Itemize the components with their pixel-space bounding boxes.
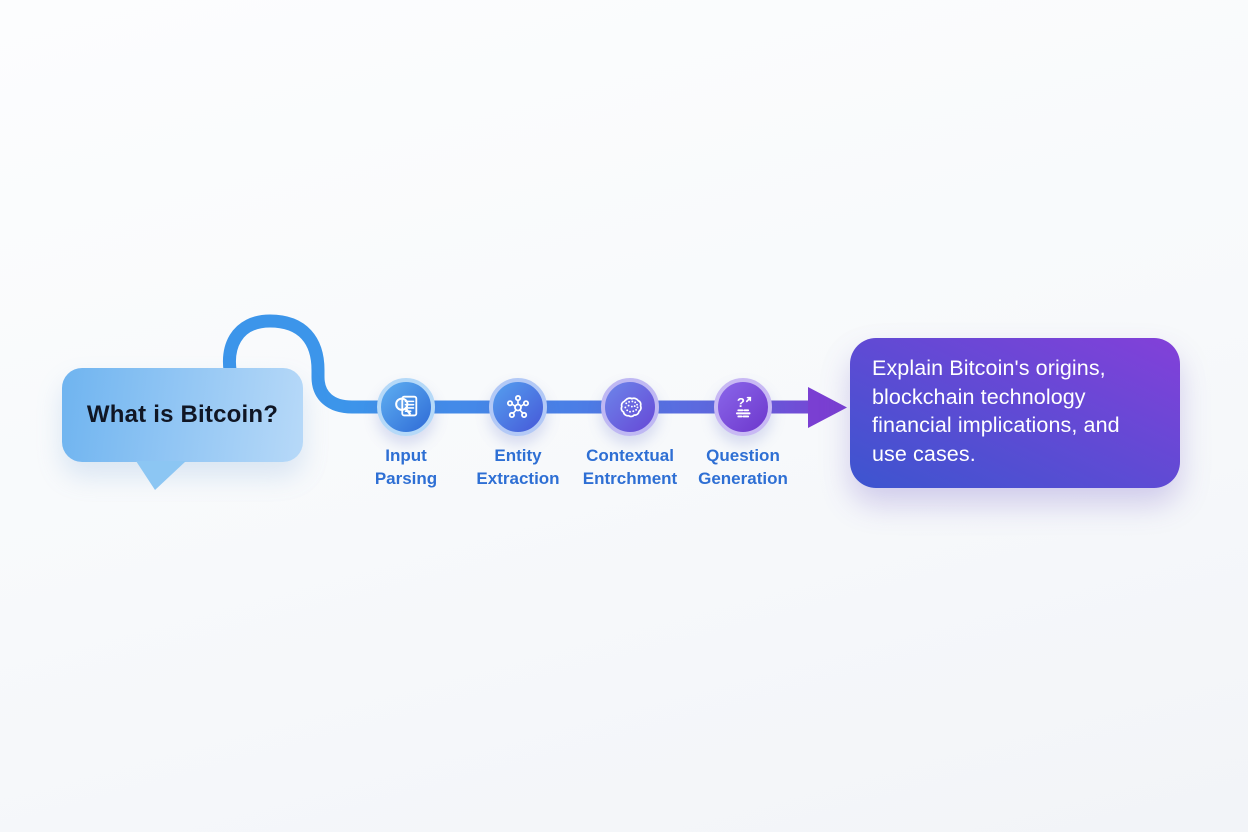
step-label-line: Input xyxy=(385,446,427,465)
output-text-line: use cases. xyxy=(872,441,976,466)
connector-curve-and-line xyxy=(223,314,819,414)
pipeline-step-input-parsing xyxy=(377,378,435,436)
step-label-question-generation: Question Generation xyxy=(678,444,808,491)
step-label-contextual-enrichment: Contextual Entrchment xyxy=(565,444,695,491)
step-label-input-parsing: Input Parsing xyxy=(341,444,471,491)
step-label-entity-extraction: Entity Extraction xyxy=(453,444,583,491)
network-nodes-icon xyxy=(503,392,533,422)
output-text-line: blockchain technology xyxy=(872,384,1086,409)
input-question-text: What is Bitcoin? xyxy=(86,401,279,428)
pipeline-step-question-generation: ? xyxy=(714,378,772,436)
output-answer-box: Explain Bitcoin's origins, blockchain te… xyxy=(850,338,1180,488)
input-question-bubble: What is Bitcoin? xyxy=(62,368,303,490)
step-label-line: Contextual xyxy=(586,446,674,465)
svg-text:?: ? xyxy=(737,395,745,410)
step-label-line: Parsing xyxy=(374,469,438,489)
output-text-line: Explain Bitcoin's origins, xyxy=(872,356,1106,380)
arrow-head-icon xyxy=(808,387,847,428)
step-label-line: Extraction xyxy=(476,469,560,489)
output-text-line: financial implications, and xyxy=(872,413,1120,437)
pipeline-step-contextual-enrichment xyxy=(601,378,659,436)
step-label-line: Entity xyxy=(494,446,542,465)
question-list-icon: ? xyxy=(728,392,758,422)
step-label-line: Entrchment xyxy=(582,469,678,489)
document-search-icon xyxy=(391,392,421,422)
pipeline-step-entity-extraction xyxy=(489,378,547,436)
brain-icon xyxy=(615,392,645,422)
step-label-line: Question xyxy=(706,446,780,465)
step-label-line: Generation xyxy=(698,469,788,489)
